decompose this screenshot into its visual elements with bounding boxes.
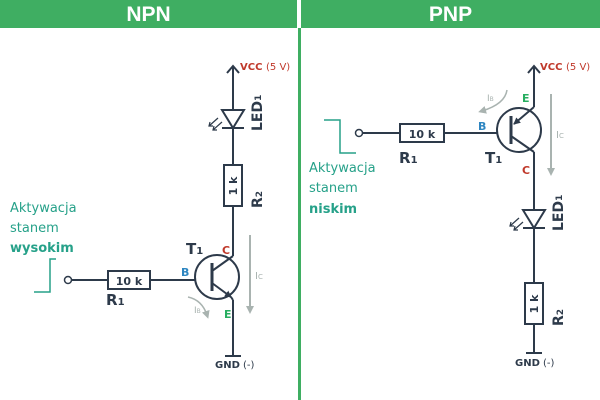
pnp-r2-value: 1 k — [528, 294, 541, 313]
npn-vcc-arrow-icon — [226, 64, 240, 110]
pnp-gnd-label: GND — [515, 358, 540, 369]
pnp-header: PNP — [301, 0, 600, 28]
pnp-led-icon — [509, 209, 547, 283]
pnp-pin-e: E — [522, 92, 530, 105]
npn-transistor-icon — [194, 254, 240, 301]
pnp-title: PNP — [428, 3, 473, 26]
npn-ib-label: IB — [194, 306, 201, 316]
pnp-r1-value: 10 k — [409, 128, 436, 141]
npn-pin-c: C — [222, 244, 230, 257]
pnp-r1-label: R1 — [399, 149, 418, 167]
pnp-r2-label: R2 — [551, 309, 567, 326]
npn-header: NPN — [0, 0, 297, 28]
pnp-activation-line3: niskim — [309, 202, 357, 217]
pnp-circuit: VCC (5 V) T1 E B C IC IB LED1 1 k — [309, 62, 590, 369]
npn-led-icon — [208, 109, 246, 165]
pnp-vcc-value: (5 V) — [566, 62, 590, 73]
npn-pin-e: E — [224, 308, 232, 321]
npn-vcc-value: (5 V) — [266, 62, 290, 73]
pnp-transistor-icon — [496, 106, 542, 153]
pnp-activation-line1: Aktywacja — [309, 161, 376, 176]
npn-activation-line3: wysokim — [10, 241, 74, 256]
npn-r1-label: R1 — [106, 291, 125, 309]
npn-title: NPN — [126, 3, 171, 26]
npn-led-label: LED1 — [250, 95, 266, 131]
npn-ib-arrow-icon — [187, 296, 210, 319]
pnp-input-terminal — [354, 128, 364, 138]
npn-gnd-label: GND — [215, 360, 240, 371]
pnp-led-label: LED1 — [551, 195, 567, 231]
npn-transistor-label: T1 — [186, 240, 203, 258]
pnp-pin-b: B — [478, 120, 486, 133]
npn-ic-label: IC — [255, 271, 263, 282]
panel-divider — [298, 28, 301, 400]
pnp-activation-line2: stanem — [309, 181, 358, 196]
pnp-ib-arrow-icon — [478, 89, 508, 114]
npn-pin-b: B — [181, 266, 189, 279]
pnp-ic-label: IC — [556, 130, 564, 141]
npn-activation-line2: stanem — [10, 221, 59, 236]
npn-circuit: VCC (5 V) LED1 1 k R2 GND (-) — [10, 62, 290, 371]
pnp-vcc-arrow-icon — [527, 64, 541, 107]
npn-input-terminal — [63, 275, 73, 285]
npn-r2-label: R2 — [250, 191, 266, 208]
pnp-ib-label: IB — [487, 94, 494, 104]
pnp-gnd-value: (-) — [543, 358, 555, 369]
npn-high-step-icon — [34, 258, 56, 293]
npn-gnd-value: (-) — [243, 360, 255, 371]
pnp-vcc-label: VCC — [540, 62, 562, 73]
npn-r1-value: 10 k — [116, 275, 143, 288]
pnp-transistor-label: T1 — [485, 149, 502, 167]
npn-r2-value: 1 k — [227, 176, 240, 195]
pnp-low-step-icon — [324, 119, 356, 154]
npn-vcc-label: VCC — [240, 62, 262, 73]
pnp-pin-c: C — [522, 164, 530, 177]
npn-activation-line1: Aktywacja — [10, 201, 77, 216]
